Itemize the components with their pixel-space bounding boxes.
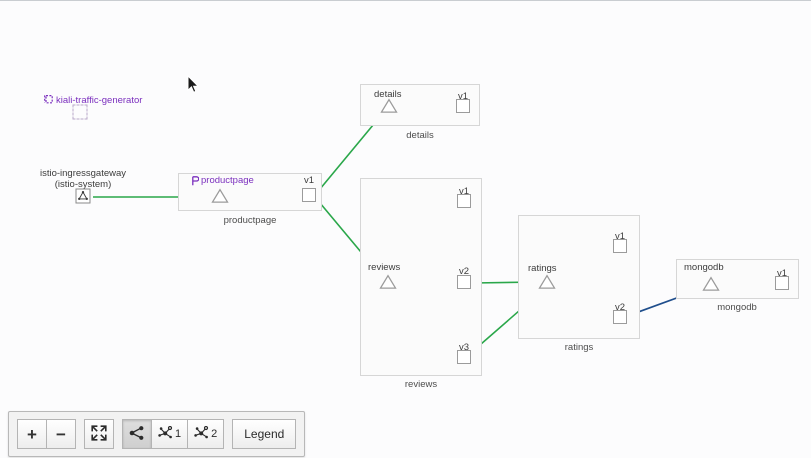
service-label-text: mongodb bbox=[684, 262, 724, 273]
fit-button-group bbox=[84, 419, 114, 449]
version-label-details-v1: v1 bbox=[457, 91, 469, 102]
workload-node-mongodb-v1[interactable] bbox=[775, 276, 789, 290]
layout-cose-2-number: 2 bbox=[211, 428, 218, 440]
traffic-generator-icon bbox=[44, 94, 53, 108]
layout-cose-1-number: 1 bbox=[175, 428, 182, 440]
fit-to-screen-button[interactable] bbox=[84, 419, 114, 449]
cose-layout-icon bbox=[194, 425, 209, 443]
layout-cose-1-button[interactable]: 1 bbox=[151, 419, 189, 449]
dagre-layout-icon bbox=[129, 425, 145, 443]
service-label-reviews: reviews bbox=[368, 262, 401, 274]
service-label-productpage: productpage bbox=[192, 175, 254, 187]
external-node-istio-ingressgateway[interactable] bbox=[75, 188, 91, 204]
virtual-service-icon bbox=[192, 176, 200, 186]
group-caption-mongodb: mongodb bbox=[717, 302, 757, 313]
workload-node-ratings-v2[interactable] bbox=[613, 310, 627, 324]
layout-cose-2-button[interactable]: 2 bbox=[187, 419, 225, 449]
version-label-ratings-v2: v2 bbox=[614, 302, 626, 313]
graph-toolbar[interactable]: + − bbox=[8, 411, 306, 457]
workload-node-productpage-v1[interactable] bbox=[302, 188, 316, 202]
version-label-ratings-v1: v1 bbox=[614, 231, 626, 242]
service-node-details[interactable] bbox=[380, 98, 398, 114]
external-node-name: istio-ingressgateway bbox=[39, 168, 127, 179]
external-node-kiali-traffic-generator[interactable] bbox=[72, 104, 88, 120]
workload-node-details-v1[interactable] bbox=[456, 99, 470, 113]
service-label-ratings: ratings bbox=[528, 263, 557, 275]
workload-node-ratings-v1[interactable] bbox=[613, 239, 627, 253]
workload-node-reviews-v1[interactable] bbox=[457, 194, 471, 208]
legend-button[interactable]: Legend bbox=[232, 419, 297, 449]
version-label-mongodb-v1: v1 bbox=[776, 268, 788, 279]
group-caption-productpage: productpage bbox=[223, 215, 277, 226]
group-caption-ratings: ratings bbox=[564, 342, 594, 353]
external-node-label-istio-ingressgateway: istio-ingressgateway(istio-system) bbox=[39, 168, 127, 191]
group-caption-reviews: reviews bbox=[404, 379, 438, 390]
external-node-label-kiali-traffic-generator: kiali-traffic-generator bbox=[44, 94, 142, 108]
service-label-details: details bbox=[374, 89, 402, 101]
group-caption-details: details bbox=[406, 130, 434, 141]
workload-node-reviews-v2[interactable] bbox=[457, 275, 471, 289]
service-node-mongodb[interactable] bbox=[702, 276, 720, 292]
group-box-productpage[interactable] bbox=[178, 173, 322, 211]
mesh-node-icon bbox=[78, 190, 88, 201]
version-label-productpage-v1: v1 bbox=[303, 175, 315, 186]
minus-icon: − bbox=[56, 424, 66, 444]
zoom-in-button[interactable]: + bbox=[17, 419, 47, 449]
zoom-out-button[interactable]: − bbox=[46, 419, 76, 449]
service-node-productpage[interactable] bbox=[211, 188, 229, 204]
service-label-text: ratings bbox=[528, 263, 557, 274]
layout-dagre-button[interactable] bbox=[122, 419, 152, 449]
service-node-ratings[interactable] bbox=[538, 274, 556, 290]
service-label-text: details bbox=[374, 89, 402, 100]
version-label-reviews-v2: v2 bbox=[458, 266, 470, 277]
external-node-name: kiali-traffic-generator bbox=[56, 94, 143, 106]
plus-icon: + bbox=[27, 424, 37, 444]
service-label-mongodb: mongodb bbox=[684, 262, 724, 274]
service-label-text: reviews bbox=[368, 262, 401, 273]
service-label-text: productpage bbox=[201, 175, 254, 186]
version-label-reviews-v3: v3 bbox=[458, 342, 470, 353]
zoom-button-group: + − bbox=[17, 419, 76, 449]
version-label-reviews-v1: v1 bbox=[458, 186, 470, 197]
cose-layout-icon bbox=[158, 425, 173, 443]
external-node-namespace: (istio-system) bbox=[54, 178, 112, 190]
fit-to-screen-icon bbox=[91, 424, 107, 444]
workload-node-reviews-v3[interactable] bbox=[457, 350, 471, 364]
layout-button-group: 1 2 bbox=[122, 419, 225, 449]
service-node-reviews[interactable] bbox=[379, 274, 397, 290]
